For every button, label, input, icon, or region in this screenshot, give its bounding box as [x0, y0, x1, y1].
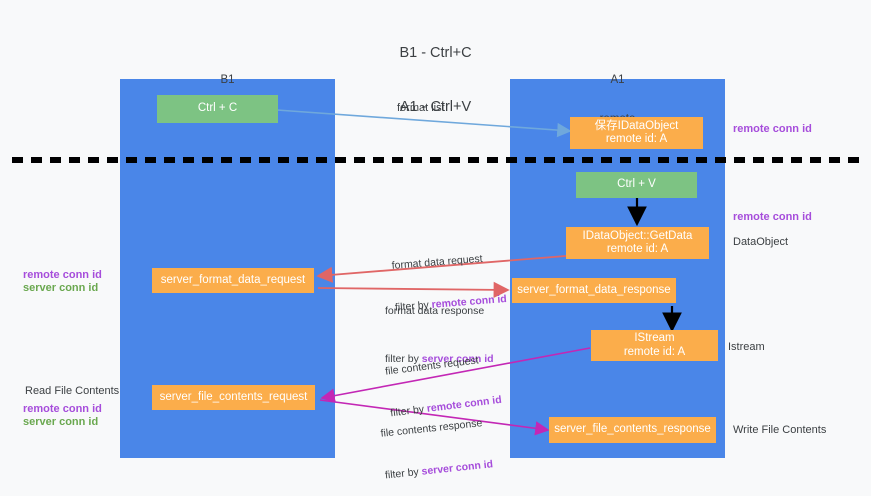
edge-label-file-contents-response-filter-prefix: filter by	[384, 465, 423, 482]
box-ctrl-c[interactable]: Ctrl + C	[157, 95, 278, 123]
box-server-format-data-response-label: server_format_data_response	[517, 283, 671, 296]
annotation-dataobject: DataObject	[733, 236, 789, 248]
annotation-left-server-conn-id: server conn id	[23, 282, 99, 294]
box-ctrl-c-label: Ctrl + C	[197, 102, 238, 115]
box-idataobject-top-line-1: 保存IDataObject	[594, 119, 679, 132]
lane-header-b1-connection: B1 connection	[120, 48, 335, 139]
edge-label-format-data-response: format data response	[385, 305, 485, 317]
lane-header-b1-title: B1	[220, 74, 235, 86]
box-istream-line-1: IStream	[634, 332, 675, 344]
box-server-file-contents-request[interactable]: server_file_contents_request	[152, 385, 315, 410]
annotation-write-file-contents: Write File Contents	[733, 424, 827, 436]
annotation-remote-conn-id-top: remote conn id	[733, 123, 812, 135]
box-server-format-data-request-label: server_format_data_request	[160, 273, 306, 286]
box-idataobject-top[interactable]: 保存IDataObject remote id: A	[570, 117, 703, 149]
arrow-format-data-response	[317, 281, 510, 298]
box-istream[interactable]: IStream remote id: A	[591, 330, 718, 361]
annotation-left-remote-conn-id-2: remote conn id	[23, 403, 102, 415]
box-server-format-data-response[interactable]: server_format_data_response	[512, 278, 676, 303]
edge-label-file-contents-response-group: file contents response filter by server …	[377, 388, 495, 496]
box-ctrl-v-label: Ctrl + V	[617, 178, 656, 191]
arrow-file-contents-response	[319, 399, 550, 436]
box-server-format-data-request[interactable]: server_format_data_request	[152, 268, 314, 293]
box-getdata-line-1: IDataObject::GetData	[582, 229, 693, 242]
arrow-file-contents-request	[320, 347, 591, 403]
annotation-read-file-contents: Read File Contents	[25, 385, 120, 397]
arrow-format-data-request	[316, 254, 579, 283]
box-server-file-contents-request-label: server_file_contents_request	[159, 390, 308, 403]
edge-label-file-contents-request: file contents request	[384, 354, 480, 378]
edge-label-format-data-response-group: format data response filter by server co…	[385, 276, 494, 380]
edge-label-file-contents-response: file contents response	[380, 417, 483, 440]
lane-header-a1-title: A1	[610, 74, 625, 86]
box-server-file-contents-response[interactable]: server_file_contents_response	[549, 417, 716, 443]
box-getdata-line-2: remote id: A	[606, 243, 669, 255]
page-title: B1 - Ctrl+C A1 - Ctrl+V	[0, 8, 871, 134]
page-title-line-1: B1 - Ctrl+C	[399, 45, 472, 61]
edge-label-file-contents-response-filter-key: server conn id	[420, 458, 494, 478]
annotation-istream: Istream	[728, 341, 765, 353]
edge-label-file-contents-response-filter: filter by server conn id	[384, 457, 493, 482]
annotation-remote-conn-id-mid: remote conn id	[733, 211, 812, 223]
box-idataobject-getdata[interactable]: IDataObject::GetData remote id: A	[566, 227, 709, 259]
arrow-format-list	[276, 109, 572, 138]
box-idataobject-top-line-2: remote id: A	[605, 133, 668, 145]
box-istream-line-2: remote id: A	[623, 345, 686, 358]
annotation-left-remote-conn-id: remote conn id	[23, 269, 102, 281]
edge-label-format-data-response-filter-key: server conn id	[421, 353, 494, 365]
page-title-line-2: A1 - Ctrl+V	[399, 99, 472, 115]
box-server-file-contents-response-label: server_file_contents_response	[554, 423, 711, 436]
edge-label-format-data-response-filter-prefix: filter by	[385, 353, 422, 365]
edge-label-format-data-request: format data request	[391, 252, 483, 272]
edge-label-format-list: format list	[397, 102, 445, 114]
annotation-left-server-conn-id-2: server conn id	[23, 416, 99, 428]
edge-label-format-data-response-filter: filter by server conn id	[385, 352, 494, 366]
box-ctrl-v[interactable]: Ctrl + V	[576, 172, 697, 198]
